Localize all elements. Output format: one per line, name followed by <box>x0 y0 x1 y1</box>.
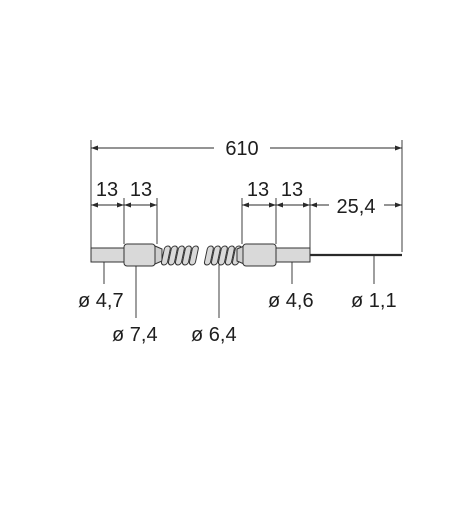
left-taper <box>154 245 163 265</box>
overall-dimension: 610 <box>91 138 402 160</box>
diameter-labels: ø 4,7 ø 7,4 ø 6,4 ø 4,6 ø 1,1 <box>78 290 397 346</box>
spiral-coil <box>167 245 178 266</box>
spiral-coil <box>160 245 171 266</box>
overall-length-label: 610 <box>225 138 258 160</box>
diameter-right-tube: ø 4,6 <box>268 290 314 312</box>
segment-dimensions: 13 13 13 13 25,4 <box>91 179 402 218</box>
spiral-coil <box>174 245 185 266</box>
spiral-coil <box>181 245 192 266</box>
segment-label-right-1: 13 <box>247 179 269 201</box>
leader-lines <box>103 256 375 318</box>
diameter-fiber: ø 1,1 <box>351 290 397 312</box>
spiral-coil <box>203 245 214 266</box>
diameter-left-collar: ø 7,4 <box>112 324 158 346</box>
spiral-coil <box>217 245 228 266</box>
spiral-coil <box>210 245 221 266</box>
segment-label-left-2: 13 <box>130 179 152 201</box>
left-tube <box>90 247 126 263</box>
segment-label-right-2: 13 <box>281 179 303 201</box>
spiral-coil <box>224 245 235 266</box>
segment-label-left-1: 13 <box>96 179 118 201</box>
spiral-coil <box>188 245 199 266</box>
right-tube <box>275 247 311 263</box>
segment-label-tip: 25,4 <box>337 196 376 218</box>
right-collar <box>242 243 277 267</box>
spiral-armor <box>160 245 242 266</box>
diameter-spiral-armor: ø 6,4 <box>191 324 237 346</box>
cable-body <box>90 243 402 267</box>
diameter-left-tube: ø 4,7 <box>78 290 124 312</box>
left-collar <box>123 243 156 267</box>
